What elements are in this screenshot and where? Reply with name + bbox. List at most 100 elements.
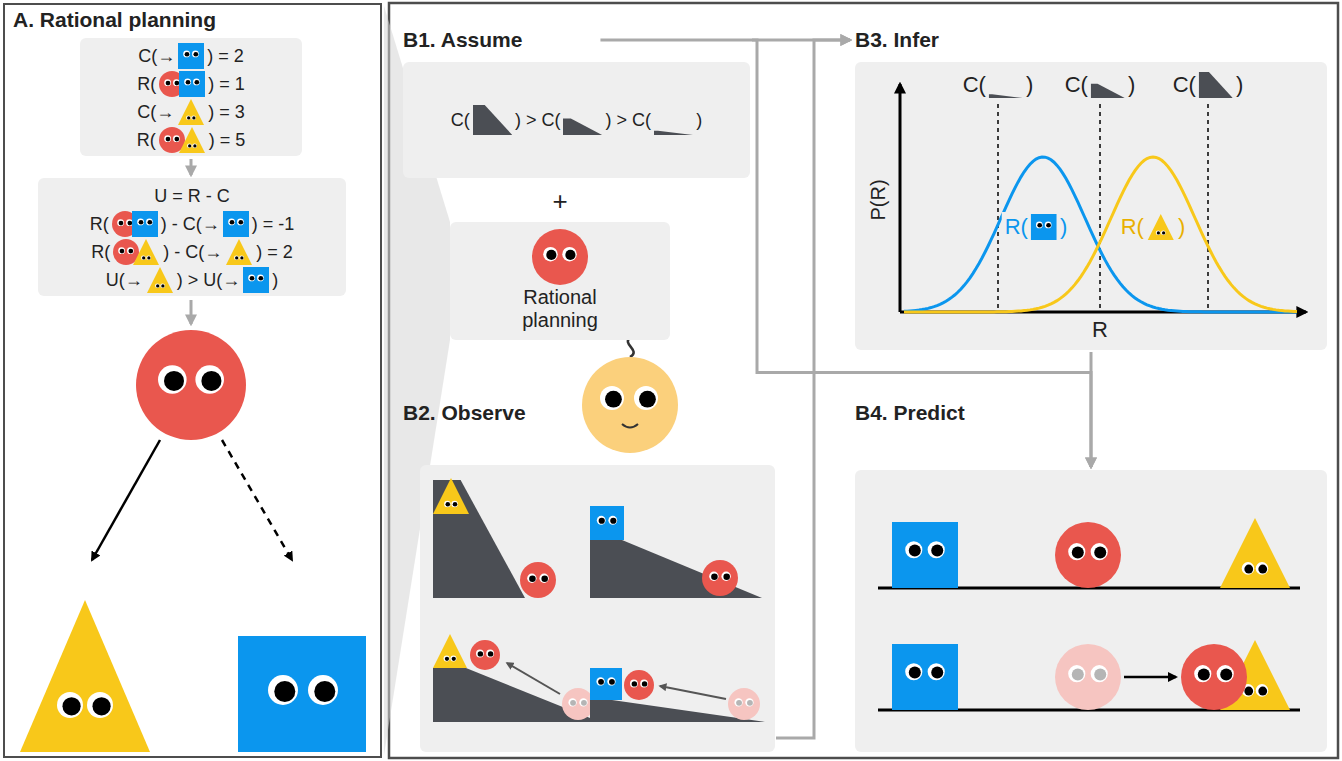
panel-heading: B4. Predict (855, 401, 965, 425)
eye-pupil (62, 697, 80, 715)
ramp-icon (654, 131, 693, 135)
inline-icon (159, 71, 205, 97)
circle-agent (136, 330, 246, 440)
panel-frame: A. Rational planningC(→) = 2R() = 1C(→) … (3, 3, 382, 758)
panel-heading: B3. Infer (855, 28, 939, 52)
formula-text: R( (1121, 214, 1144, 240)
arrow-line (899, 84, 902, 312)
eye-pupil (546, 250, 556, 260)
inline-icon (112, 211, 158, 237)
eye-pupil (201, 371, 221, 391)
eye-white (234, 255, 239, 260)
eye-white (1256, 684, 1269, 697)
eye-pupil (632, 681, 637, 686)
eye-pupil (1094, 547, 1106, 559)
eye-pupil (610, 518, 616, 524)
eye-white (1068, 665, 1085, 682)
panel-box (420, 465, 775, 752)
eye-pupil (129, 249, 134, 254)
inline-icon (243, 267, 269, 293)
eye-pupil (164, 371, 184, 391)
eye-white (239, 255, 244, 260)
circle-agent (532, 229, 588, 285)
predict-panel: B4. Predict (853, 395, 1329, 755)
triangle-agent (178, 99, 204, 125)
eye-pupil (166, 81, 171, 86)
face (582, 357, 678, 453)
plus-sign: + (552, 186, 567, 217)
panel-box: C()C()C()R()R()P(R)R (855, 62, 1327, 350)
eye-white (237, 219, 244, 226)
arrow-line (660, 686, 726, 699)
eye-white (1156, 230, 1161, 235)
formula-text: ) (1236, 72, 1243, 98)
eye-white (1091, 543, 1108, 560)
panel-heading: B2. Observe (403, 401, 526, 425)
square-agent (243, 267, 269, 293)
eye-pupil (259, 276, 264, 281)
formula-row: R() (1002, 212, 1071, 242)
inline-icon (223, 211, 249, 237)
panel-box (855, 470, 1327, 752)
agent-figure (136, 330, 246, 440)
eye-pupil (229, 220, 234, 225)
illustration (420, 465, 775, 752)
formula-text: ) - C(→ (161, 214, 220, 235)
eye-white (268, 675, 298, 705)
eye-white (118, 247, 125, 254)
eye-white (158, 365, 187, 394)
eye-pupil (174, 137, 179, 142)
square-agent (179, 71, 205, 97)
eye-white (228, 219, 235, 226)
circle-agent (1181, 644, 1247, 710)
triangle-agent (1148, 214, 1174, 240)
eye-white (192, 143, 197, 148)
eye-white (450, 655, 456, 661)
inline-icon (989, 72, 1023, 98)
eye-white (905, 541, 922, 558)
eye-pupil (1258, 687, 1267, 696)
eye-pupil (142, 256, 145, 259)
circle-agent (520, 562, 556, 598)
eye-pupil (185, 52, 190, 57)
formula-text: C( (1065, 72, 1088, 98)
eye-pupil (1162, 231, 1165, 234)
triangle-agent (179, 127, 205, 153)
eye-white (543, 247, 558, 262)
cost-marker (1099, 104, 1101, 311)
eye-pupil (541, 575, 548, 582)
eye-white (137, 219, 144, 226)
inline-icon (178, 43, 204, 69)
eye-white (126, 219, 133, 226)
assume-panel: B1. AssumeC() > C() > C() (400, 22, 752, 180)
eye-pupil (175, 81, 180, 86)
circle-agent (1055, 522, 1121, 588)
eye-pupil (711, 573, 718, 580)
eye-pupil (147, 256, 150, 259)
eye-pupil (156, 284, 159, 287)
formula-text: ) (1128, 72, 1135, 98)
inline-icon (1091, 72, 1125, 98)
formula-text: ) = 5 (209, 130, 246, 151)
formula-row: C(→) = 3 (80, 98, 302, 126)
eye-white (1045, 222, 1052, 229)
eye-pupil (478, 651, 483, 656)
eye-white (486, 650, 494, 658)
eye-pupil (1220, 669, 1232, 681)
eye-pupil (188, 144, 191, 147)
eye-white (192, 51, 199, 58)
inline-icon (473, 105, 512, 135)
eye-pupil (238, 220, 243, 225)
smile (622, 424, 638, 428)
formula-text: ) (1060, 214, 1067, 240)
formula-row: R() = 1 (80, 70, 302, 98)
panel-box: C() > C() > C() (403, 62, 750, 178)
eye-white (527, 574, 536, 583)
eye-pupil (1094, 669, 1106, 681)
formula-text: ) = 2 (207, 46, 244, 67)
triangle-agent (433, 634, 467, 668)
eye-pupil (1038, 223, 1043, 228)
eye-white (183, 51, 190, 58)
formula-text: R( (137, 130, 156, 151)
eye-pupil (453, 502, 458, 507)
